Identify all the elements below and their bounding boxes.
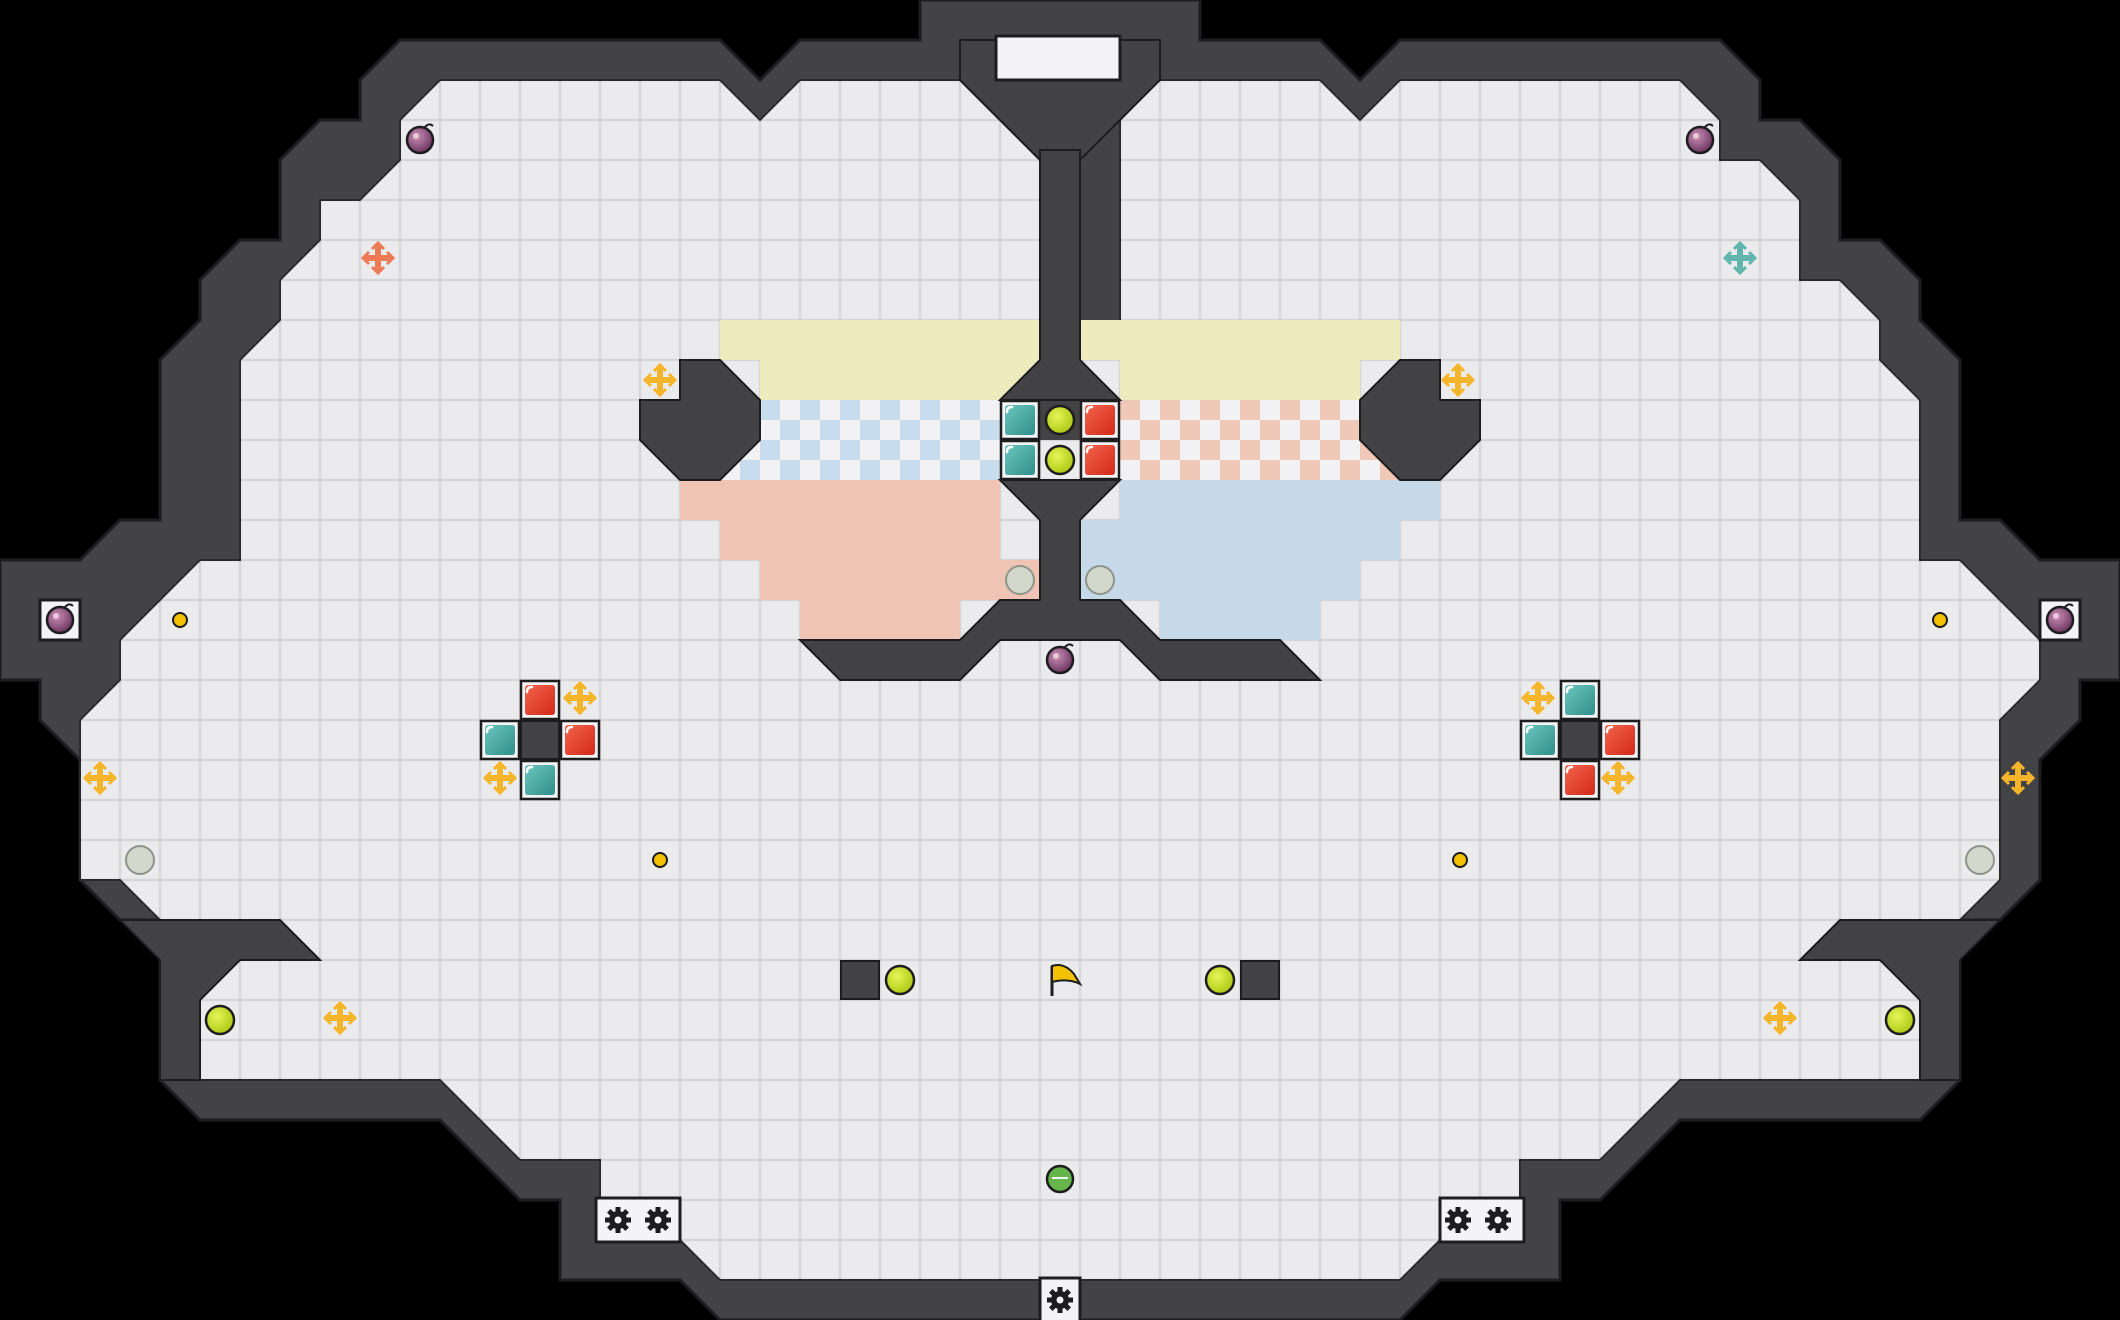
teal-spawn-icon [1722, 240, 1758, 276]
right-red-checker-zone [1120, 400, 1400, 480]
purple-bomb-icon[interactable] [1045, 643, 1075, 675]
left-red-zone [680, 480, 1040, 640]
inactive-orb-icon[interactable] [1085, 565, 1115, 595]
gear-icon[interactable] [645, 1207, 671, 1233]
gear-icon[interactable] [1485, 1207, 1511, 1233]
teal-block-icon[interactable] [1559, 679, 1601, 721]
inner-walls [117, 39, 2003, 1081]
yellow-spawn-icon [482, 760, 518, 796]
coin-icon[interactable] [1932, 612, 1948, 628]
bomb-markers[interactable] [38, 123, 2082, 675]
block-socket[interactable] [520, 720, 560, 760]
teal-block-icon[interactable] [519, 759, 561, 801]
coin-icon[interactable] [172, 612, 188, 628]
top-right-yellow-zone [1080, 320, 1400, 400]
red-block-icon[interactable] [559, 719, 601, 761]
purple-bomb-icon[interactable] [405, 123, 435, 155]
red-block-icon[interactable] [1599, 719, 1641, 761]
red-spawn-icon [360, 240, 396, 276]
yellow-spawn-icon [2000, 760, 2036, 796]
yellow-orb-icon[interactable] [1044, 404, 1076, 436]
teal-block-icon[interactable] [999, 399, 1041, 441]
yellow-spawn-icon [1762, 1000, 1798, 1036]
red-block-icon[interactable] [519, 679, 561, 721]
left-bracket-wall [639, 359, 761, 481]
yellow-orb-icon[interactable] [1044, 444, 1076, 476]
inactive-orb-icon[interactable] [125, 845, 155, 875]
color-zones [680, 320, 1440, 640]
coin-markers [172, 612, 1948, 868]
yellow-orb-icon[interactable] [884, 964, 916, 996]
gear-icon[interactable] [1047, 1287, 1073, 1313]
yellow-orb-icon[interactable] [204, 1004, 236, 1036]
purple-bomb-icon[interactable] [1685, 123, 1715, 155]
top-left-yellow-zone [720, 320, 1040, 400]
green-ball-icon[interactable] [1045, 1164, 1075, 1194]
teal-block-icon[interactable] [1519, 719, 1561, 761]
flag-icon[interactable] [1050, 964, 1083, 996]
lower-right-ledge [1797, 919, 2003, 1081]
block-socket[interactable] [1560, 720, 1600, 760]
yellow-spawn-icon [1520, 680, 1556, 716]
red-block-icon[interactable] [1079, 399, 1121, 441]
red-block-icon[interactable] [1559, 759, 1601, 801]
yellow-spawn-icon [562, 680, 598, 716]
teal-block-icon[interactable] [479, 719, 521, 761]
yellow-spawn-icon [82, 760, 118, 796]
left-blue-checker-zone [720, 400, 1000, 480]
coin-icon[interactable] [1452, 852, 1468, 868]
right-bracket-wall [1359, 359, 1481, 481]
gear-markers[interactable] [594, 1196, 1526, 1320]
gear-icon[interactable] [605, 1207, 631, 1233]
inactive-orb-icon[interactable] [1005, 565, 1035, 595]
top-orb-tray [994, 34, 1122, 82]
lower-left-ledge [117, 919, 323, 1081]
purple-bomb-icon[interactable] [2038, 598, 2082, 642]
yellow-orb-icon[interactable] [1884, 1004, 1916, 1036]
right-blue-zone [1080, 480, 1440, 640]
coin-icon[interactable] [652, 852, 668, 868]
central-lower-wall [797, 479, 1323, 681]
yellow-spawn-icon [1440, 362, 1476, 398]
block-markers[interactable] [479, 399, 1641, 801]
pillar-right [1240, 960, 1280, 1000]
teal-block-icon[interactable] [999, 439, 1041, 481]
pillar-left [840, 960, 880, 1000]
gear-icon[interactable] [1445, 1207, 1471, 1233]
spawn-markers [82, 240, 2036, 1036]
yellow-orb-icon[interactable] [1204, 964, 1236, 996]
red-block-icon[interactable] [1079, 439, 1121, 481]
purple-bomb-icon[interactable] [38, 598, 82, 642]
inactive-orb-icon[interactable] [1965, 845, 1995, 875]
orb-markers[interactable] [125, 42, 1995, 1036]
yellow-spawn-icon [322, 1000, 358, 1036]
yellow-spawn-icon [1600, 760, 1636, 796]
yellow-spawn-icon [642, 362, 678, 398]
